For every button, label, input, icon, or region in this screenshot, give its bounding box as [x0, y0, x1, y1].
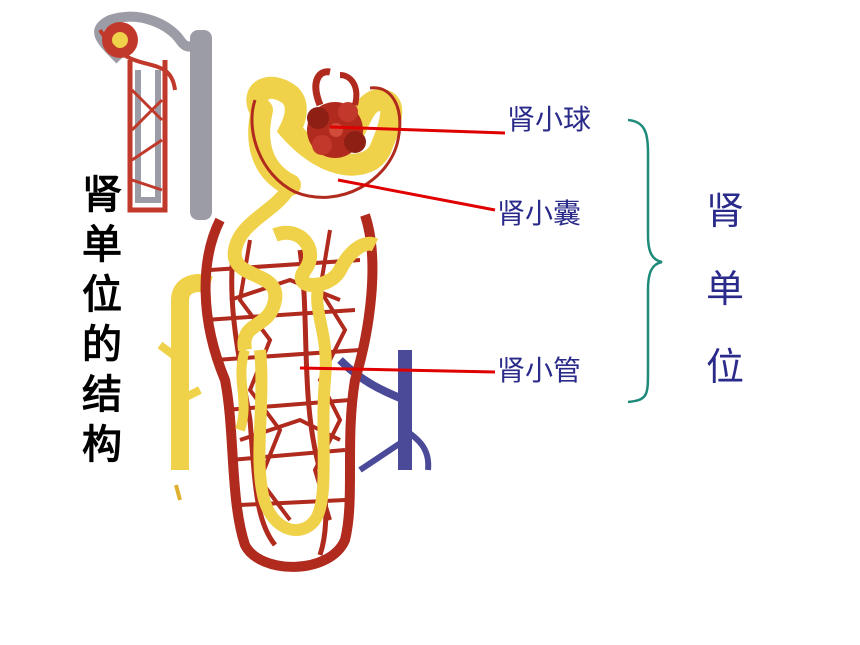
label-capsule: 肾小囊	[497, 197, 582, 230]
label-glomerulus: 肾小球	[507, 103, 592, 136]
group-char: 肾	[705, 189, 744, 233]
group-char: 位	[705, 345, 744, 389]
title-char: 单	[82, 222, 122, 268]
title-char: 位	[82, 272, 122, 318]
title-char: 结	[82, 372, 122, 418]
nephron-thumbnail	[94, 11, 212, 220]
group-label: 肾 单 位	[700, 172, 750, 406]
title-char: 肾	[82, 172, 122, 218]
leader-lines	[299, 125, 506, 374]
group-brace	[627, 118, 663, 404]
leader-line-glomerulus	[329, 125, 506, 135]
title-char: 构	[82, 422, 122, 468]
leader-line-capsule	[337, 178, 496, 212]
group-char: 单	[705, 267, 744, 311]
title-char: 的	[82, 322, 122, 368]
vertical-title: 肾 单 位 的 结 构	[74, 170, 130, 470]
nephron-main	[157, 68, 432, 572]
glomerulus-tuft	[307, 102, 366, 158]
leader-line-tubule	[299, 366, 496, 374]
label-tubule: 肾小管	[497, 354, 582, 387]
